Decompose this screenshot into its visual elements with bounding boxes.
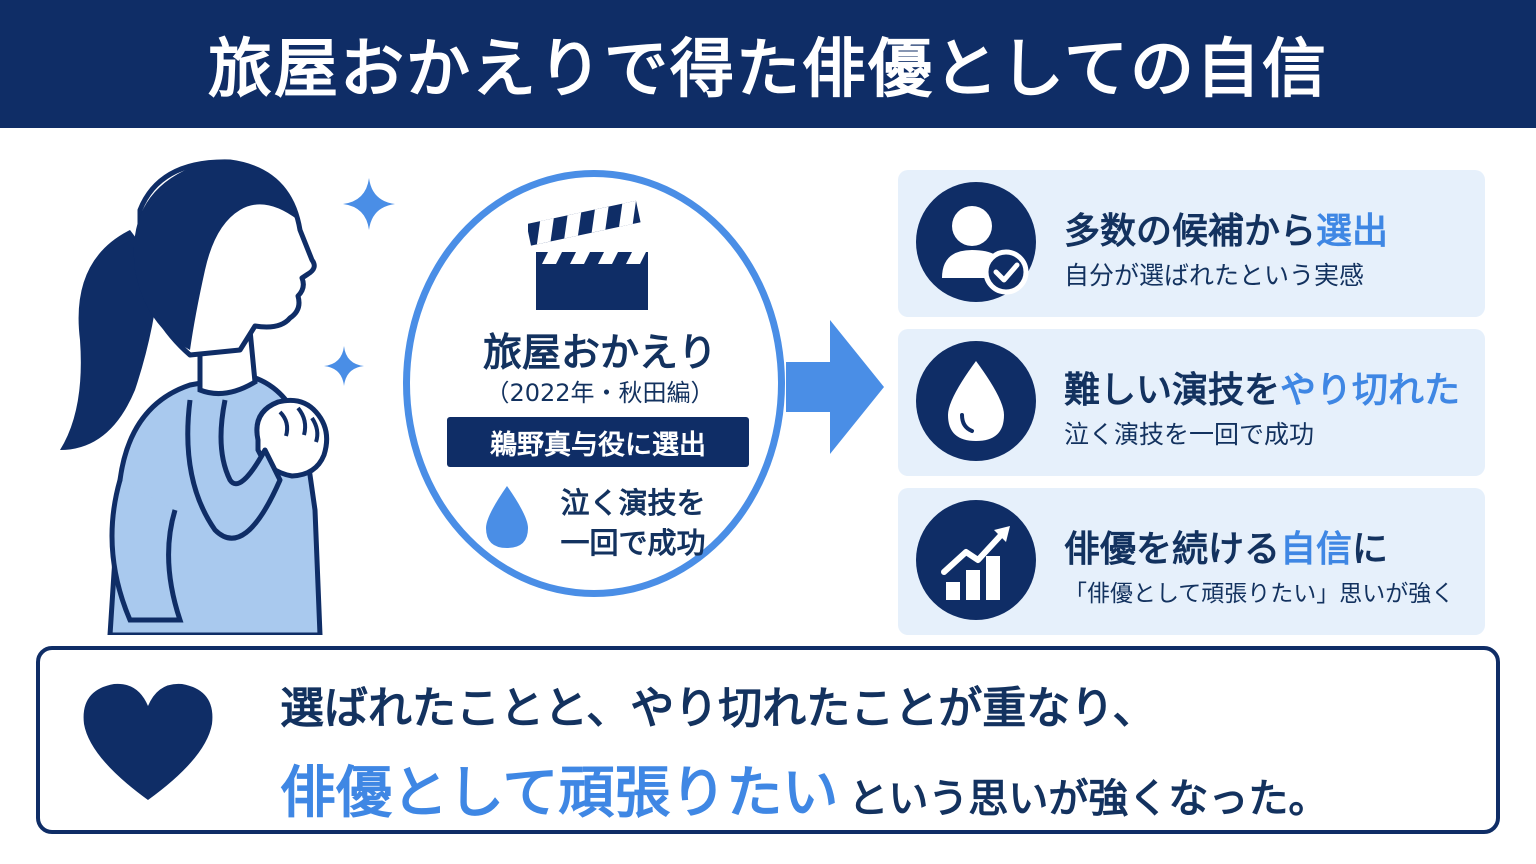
crying-scene-note: 泣く演技を 一回で成功 <box>538 483 728 563</box>
conclusion-line-2: 俳優として頑張りたいという思いが強くなった。 <box>280 748 1328 829</box>
arrow-right-icon <box>786 320 884 454</box>
page-title: 旅屋おかえりで得た俳優としての自信 <box>207 33 1329 107</box>
role-badge: 鵜野真与役に選出 <box>447 417 749 467</box>
sparkle-icon <box>324 346 364 386</box>
card-description: 自分が選ばれたという実感 <box>1064 261 1365 290</box>
conclusion-line-1: 選ばれたことと、やり切れたことが重なり、 <box>280 683 1157 734</box>
note-line-2: 一回で成功 <box>560 526 706 560</box>
card-confidence: 俳優を続ける自信に 「俳優として頑張りたい」思いが強く <box>898 488 1485 635</box>
conclusion-highlight: 俳優として頑張りたい <box>280 761 839 826</box>
drama-title: 旅屋おかえり <box>482 331 717 376</box>
card-icon-circle <box>916 182 1036 302</box>
sparkle-icon <box>343 178 395 230</box>
conclusion-rest: という思いが強くなった。 <box>848 776 1329 822</box>
clapperboard-icon <box>528 200 648 310</box>
card-description: 「俳優として頑張りたい」思いが強く <box>1064 581 1455 607</box>
growth-chart-icon <box>941 526 1010 600</box>
woman-illustration <box>60 159 330 635</box>
heart-icon <box>83 683 213 800</box>
conclusion-box <box>36 646 1500 834</box>
drama-subtitle: （2022年・秋田編） <box>485 379 715 407</box>
card-description: 泣く演技を一回で成功 <box>1064 420 1315 449</box>
user-check-icon <box>942 206 1029 295</box>
card-title: 難しい演技をやり切れた <box>1064 370 1461 411</box>
card-title: 俳優を続ける自信に <box>1064 529 1389 570</box>
card-icon-circle <box>916 341 1036 461</box>
card-title: 多数の候補から選出 <box>1064 211 1389 252</box>
note-line-1: 泣く演技を <box>560 486 706 520</box>
card-icon-circle <box>916 500 1036 620</box>
card-selection: 多数の候補から選出 自分が選ばれたという実感 <box>898 170 1485 317</box>
card-performance: 難しい演技をやり切れた 泣く演技を一回で成功 <box>898 329 1485 476</box>
tear-drop-icon <box>486 486 528 548</box>
drop-icon <box>948 361 1004 441</box>
drama-circle <box>403 170 785 597</box>
header-bar <box>0 0 1536 128</box>
